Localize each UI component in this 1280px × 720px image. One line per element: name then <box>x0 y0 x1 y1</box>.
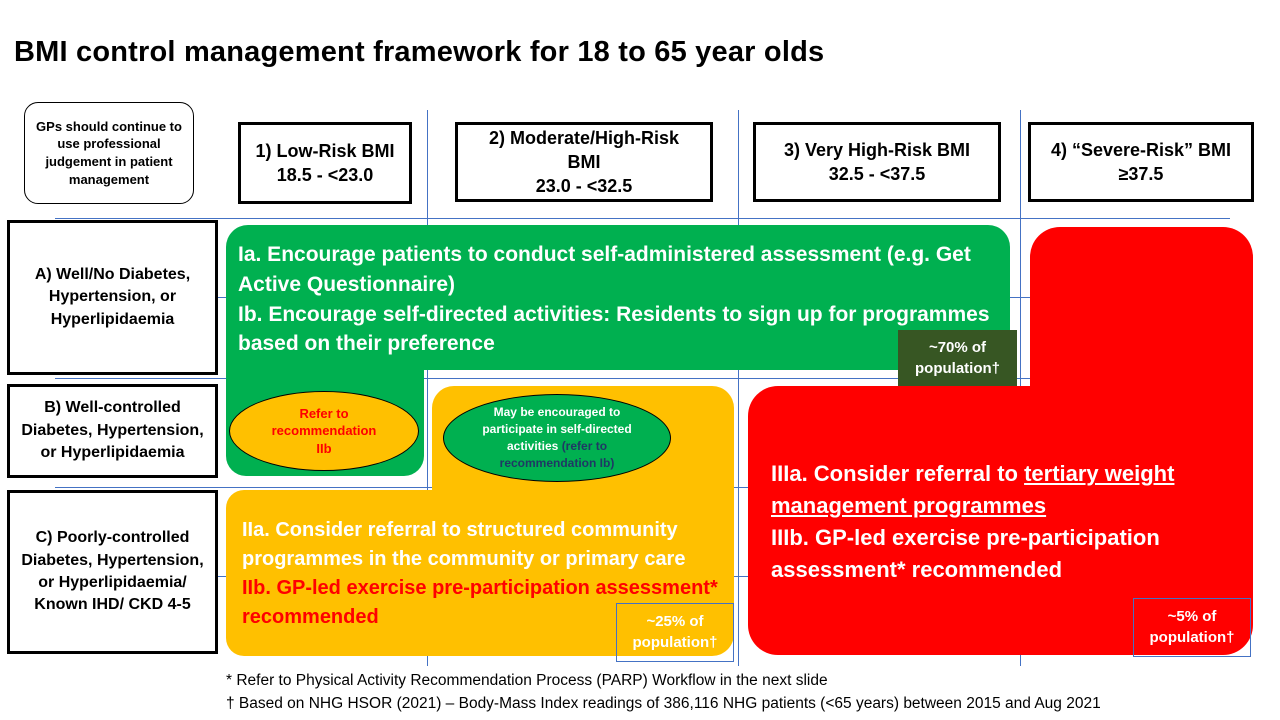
row-header-b: B) Well-controlled Diabetes, Hypertensio… <box>7 384 218 478</box>
grid-line <box>427 110 428 666</box>
footnote-source: † Based on NHG HSOR (2021) – Body-Mass I… <box>226 695 1101 712</box>
ellipse-line: Refer to <box>299 405 349 421</box>
bmi-header-very-high-risk: 3) Very High-Risk BMI 32.5 - <37.5 <box>753 122 1001 202</box>
bmi-header-severe-risk: 4) “Severe-Risk” BMI ≥37.5 <box>1028 122 1254 202</box>
ellipse-line: recommendation <box>271 423 377 439</box>
grid-line <box>55 378 1230 379</box>
grid-line <box>55 218 1230 219</box>
grid-line <box>738 110 739 666</box>
bmi-header-low-risk: 1) Low-Risk BMI 18.5 - <23.0 <box>238 122 412 204</box>
bmi-header-range: 23.0 - <32.5 <box>535 176 633 197</box>
pct-value: ~5% of <box>1167 608 1217 626</box>
recommendation-iia: IIa. Consider referral to structured com… <box>242 519 686 570</box>
bmi-header-label: 4) “Severe-Risk” BMI <box>1050 139 1232 160</box>
bmi-header-moderate-high-risk: 2) Moderate/High-Risk BMI 23.0 - <32.5 <box>455 122 713 202</box>
pct-caption: population† <box>632 633 718 651</box>
iiia-programme-link: tertiary weight management programmes <box>771 461 1175 518</box>
self-directed-ellipse: May be encouraged to participate in self… <box>443 394 671 482</box>
bmi-header-range: 32.5 - <37.5 <box>828 164 926 184</box>
pct-caption: population† <box>915 359 1000 377</box>
red-population-badge: ~5% of population† <box>1133 598 1251 657</box>
iiia-prefix: IIIa. Consider referral to <box>771 461 1025 486</box>
recommendation-iib: IIb. GP-led exercise pre-participation a… <box>242 577 718 628</box>
recommendation-iiib: IIIb. GP-led exercise pre-participation … <box>771 524 1160 582</box>
recommendation-ib: Ib. Encourage self-directed activities: … <box>238 302 990 356</box>
pct-value: ~25% of <box>646 613 704 631</box>
recommendation-iiia: IIIa. Consider referral to tertiary weig… <box>771 458 1241 522</box>
row-header-c: C) Poorly-controlled Diabetes, Hypertens… <box>7 490 218 654</box>
green-population-badge: ~70% of population† <box>898 330 1017 387</box>
green-zone-text: Ia. Encourage patients to conduct self-a… <box>238 240 998 359</box>
gp-judgement-note: GPs should continue to use professional … <box>24 102 194 204</box>
ellipse-ref-text: (refer to recommendation Ib) <box>499 439 615 470</box>
ellipse-line: IIb <box>316 440 332 456</box>
pct-caption: population† <box>1149 628 1235 646</box>
recommendation-ia: Ia. Encourage patients to conduct self-a… <box>238 243 971 296</box>
bmi-header-range: 18.5 - <23.0 <box>276 165 374 185</box>
red-zone-text: IIIa. Consider referral to tertiary weig… <box>771 458 1241 586</box>
red-zone-left <box>748 386 1128 655</box>
page-title: BMI control management framework for 18 … <box>14 36 825 68</box>
ellipse-main-text: May be encouraged to participate in self… <box>482 405 632 453</box>
bmi-header-label: 2) Moderate/High-Risk BMI <box>488 127 680 172</box>
refer-iib-ellipse: Refer to recommendation IIb <box>229 391 419 471</box>
yellow-zone-text: IIa. Consider referral to structured com… <box>242 516 722 632</box>
bmi-header-label: 3) Very High-Risk BMI <box>783 139 971 160</box>
pct-value: ~70% of <box>928 339 987 357</box>
bmi-header-range: ≥37.5 <box>1118 164 1164 184</box>
yellow-population-badge: ~25% of population† <box>616 603 734 662</box>
footnote-parp: * Refer to Physical Activity Recommendat… <box>226 672 828 689</box>
yellow-zone-left <box>226 490 646 656</box>
bmi-header-label: 1) Low-Risk BMI <box>255 140 395 161</box>
row-header-a: A) Well/No Diabetes, Hypertension, or Hy… <box>7 220 218 375</box>
